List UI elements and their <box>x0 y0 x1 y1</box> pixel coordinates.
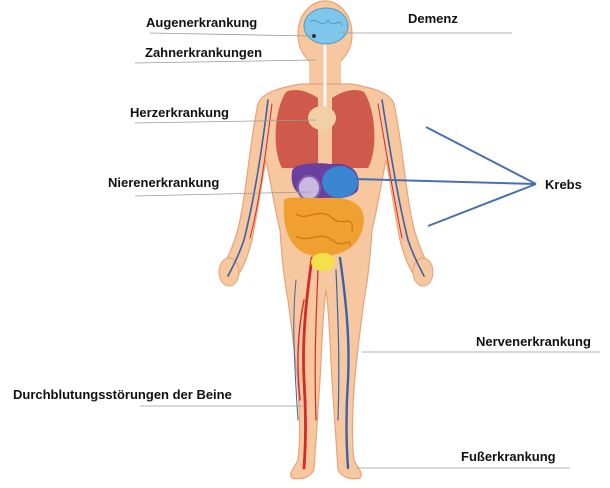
label-nierenerkrankung: Nierenerkrankung <box>108 175 219 191</box>
krebs-arrow-lower <box>428 184 536 226</box>
label-demenz: Demenz <box>408 11 458 27</box>
label-augenerkrankung: Augenerkrankung <box>146 15 257 31</box>
label-nervenerkrankung: Nervenerkrankung <box>476 334 591 350</box>
label-fusserkrankung: Fußerkrankung <box>461 449 556 465</box>
label-krebs: Krebs <box>545 177 582 193</box>
label-durchblutungsstoerungen: Durchblutungsstörungen der Beine <box>13 387 232 403</box>
label-zahnerkrankungen: Zahnerkrankungen <box>145 45 262 61</box>
krebs-arrow-upper <box>426 127 536 184</box>
label-herzerkrankung: Herzerkrankung <box>130 105 229 121</box>
leader-augen <box>150 33 312 36</box>
